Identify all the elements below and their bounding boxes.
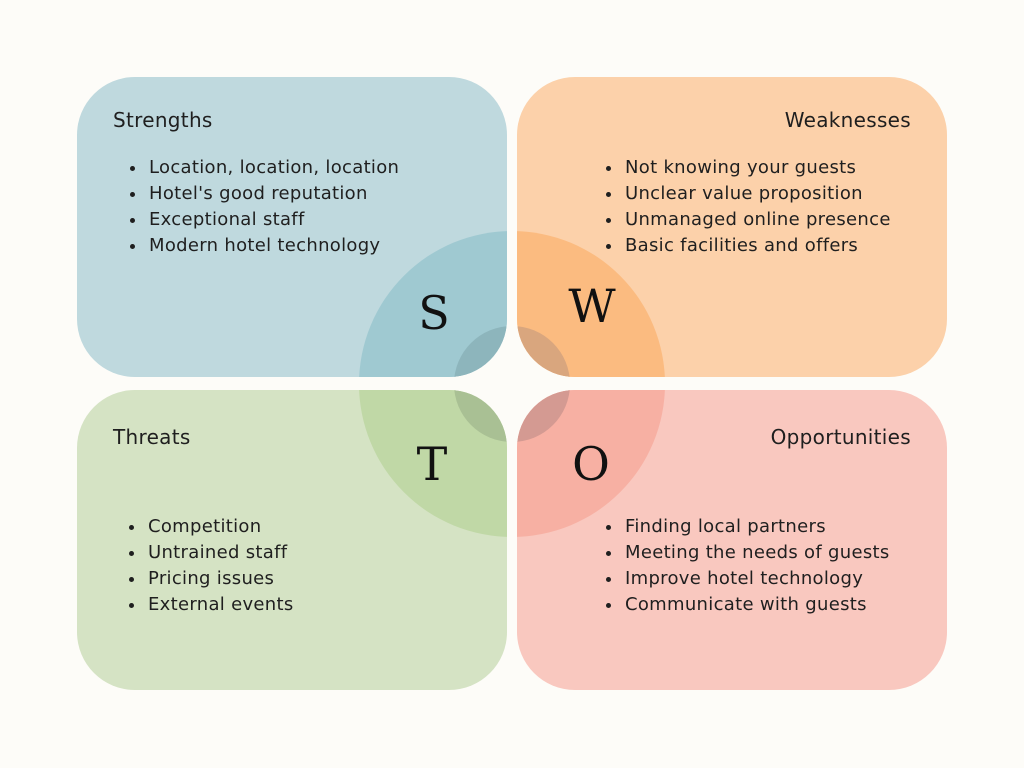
- list-item: Untrained staff: [146, 540, 294, 566]
- weaknesses-title: Weaknesses: [784, 108, 911, 132]
- threats-title: Threats: [113, 425, 191, 449]
- list-item: Location, location, location: [147, 155, 399, 181]
- strengths-letter: S: [418, 286, 450, 340]
- list-item: Modern hotel technology: [147, 233, 399, 259]
- threats-list: Competition Untrained staff Pricing issu…: [124, 514, 294, 618]
- opportunities-letter: O: [572, 437, 610, 491]
- list-item: Unclear value proposition: [623, 181, 891, 207]
- list-item: Exceptional staff: [147, 207, 399, 233]
- opportunities-title: Opportunities: [770, 425, 911, 449]
- strengths-title: Strengths: [113, 108, 213, 132]
- strengths-quadrant: Strengths Location, location, location H…: [77, 77, 507, 377]
- list-item: Meeting the needs of guests: [623, 540, 890, 566]
- list-item: Not knowing your guests: [623, 155, 891, 181]
- weaknesses-list: Not knowing your guests Unclear value pr…: [601, 155, 891, 259]
- list-item: Unmanaged online presence: [623, 207, 891, 233]
- weaknesses-letter: W: [568, 279, 616, 333]
- list-item: Finding local partners: [623, 514, 890, 540]
- list-item: Basic facilities and offers: [623, 233, 891, 259]
- list-item: Pricing issues: [146, 566, 294, 592]
- list-item: Hotel's good reputation: [147, 181, 399, 207]
- weaknesses-quadrant: Weaknesses Not knowing your guests Uncle…: [517, 77, 947, 377]
- opportunities-quadrant: Opportunities Finding local partners Mee…: [517, 390, 947, 690]
- list-item: Improve hotel technology: [623, 566, 890, 592]
- list-item: Competition: [146, 514, 294, 540]
- list-item: External events: [146, 592, 294, 618]
- threats-quadrant: Threats Competition Untrained staff Pric…: [77, 390, 507, 690]
- opportunities-list: Finding local partners Meeting the needs…: [601, 514, 890, 618]
- strengths-list: Location, location, location Hotel's goo…: [125, 155, 399, 259]
- threats-letter: T: [416, 437, 448, 491]
- list-item: Communicate with guests: [623, 592, 890, 618]
